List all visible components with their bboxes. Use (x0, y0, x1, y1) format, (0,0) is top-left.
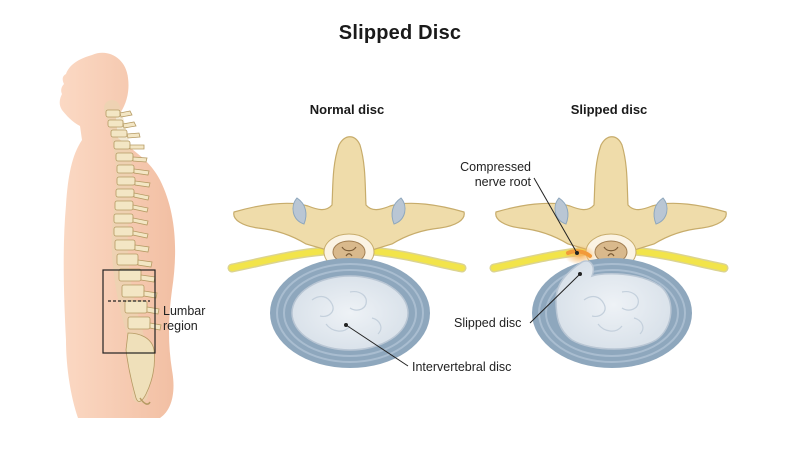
lumbar-region-box (102, 269, 156, 354)
vertebra (127, 316, 151, 330)
vertebra (110, 129, 128, 138)
spinous-process (132, 204, 149, 213)
herniated-nucleus (555, 260, 672, 350)
intervertebral-leader (345, 324, 409, 367)
facet-joint (292, 197, 307, 225)
vertebra (116, 253, 139, 266)
nucleus-pulposus (291, 275, 409, 351)
vertebra (114, 200, 134, 211)
lumbar-label-line2: region (163, 319, 198, 333)
compressed-label-line2: nerve root (474, 175, 531, 189)
vertebra (116, 176, 136, 186)
compressed-nerve-segment (566, 249, 592, 258)
vertebra (113, 226, 134, 237)
vertebra (107, 119, 124, 128)
spinous-process (133, 192, 150, 201)
compressed-label-line1: Compressed (460, 160, 531, 174)
vertebra (115, 188, 135, 198)
vertebra (116, 164, 135, 174)
coccyx (139, 397, 151, 405)
spinous-process (134, 244, 150, 253)
normal-vertebra-illustration (227, 136, 467, 368)
slipped-disc-leader (529, 273, 581, 324)
vertebra (124, 300, 148, 314)
spinous-process (134, 180, 151, 188)
spinous-process (133, 168, 150, 176)
spinous-process (140, 274, 156, 283)
spinous-process (129, 144, 145, 150)
spinous-process (119, 110, 133, 118)
vertebra (114, 239, 136, 251)
slipped-vertebra-illustration (489, 136, 729, 368)
vertebra (105, 109, 121, 118)
facet-joint (391, 197, 406, 225)
sacrum (125, 332, 155, 402)
vertebra (121, 284, 145, 298)
diagram-title: Slipped Disc (338, 22, 462, 44)
spinous-process (137, 259, 153, 268)
vertebral-arch (233, 136, 465, 251)
lumbar-label-line1: Lumbar (163, 304, 206, 318)
vertebra (118, 268, 142, 282)
lumbar-region-label: Lumbar region (163, 304, 205, 334)
normal-disc-heading: Normal disc (309, 102, 385, 117)
spinous-process (132, 156, 148, 163)
vertebra (115, 152, 134, 162)
vertebra (113, 213, 134, 224)
vertebra (113, 140, 131, 150)
facet-joint (554, 197, 569, 225)
slipped-disc-heading: Slipped disc (570, 102, 648, 117)
compressed-nerve-root-label: Compressed nerve root (455, 160, 531, 190)
facet-joint (653, 197, 668, 225)
spinous-process (132, 230, 149, 239)
spinous-process (143, 290, 158, 299)
spinous-process (132, 217, 149, 226)
intervertebral-disc-label: Intervertebral disc (412, 360, 512, 374)
spinous-process (126, 132, 141, 139)
slipped-disc-label: Slipped disc (454, 316, 522, 330)
compressed-nerve-leader (533, 177, 578, 254)
vertebral-arch (495, 136, 727, 251)
spinous-process (122, 121, 137, 129)
spine-illustration (104, 100, 162, 405)
